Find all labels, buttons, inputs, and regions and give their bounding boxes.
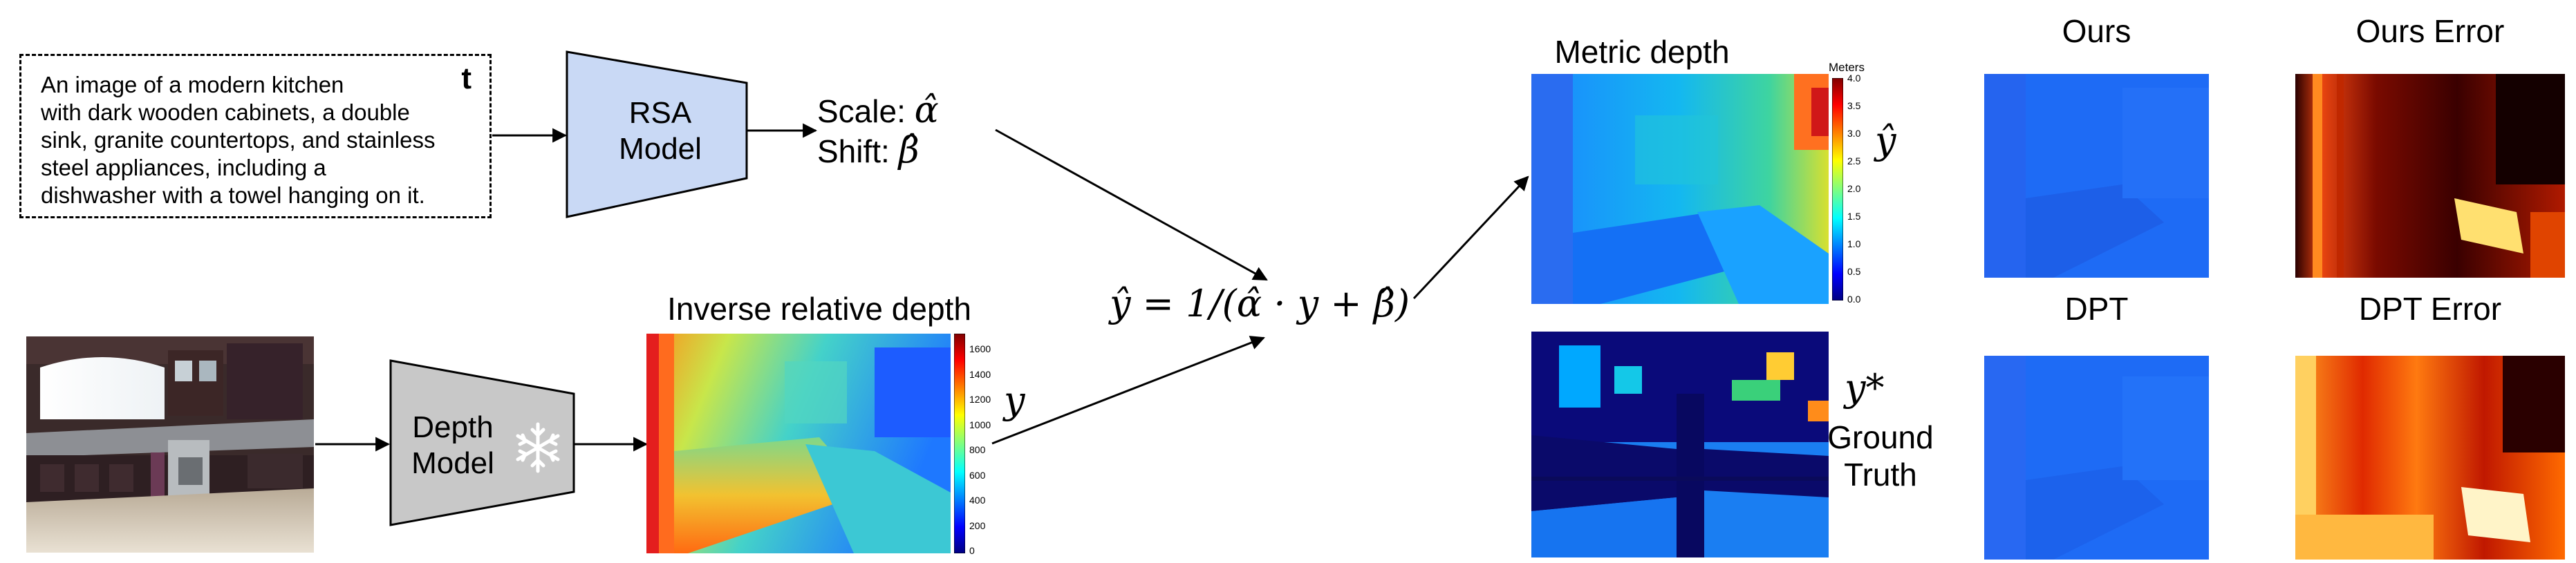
metric-colorbar-tick: 0.5 xyxy=(1847,266,1861,277)
shift-label: Shift: xyxy=(817,133,890,169)
rsa-model-shape xyxy=(566,50,748,218)
dpt-title: DPT xyxy=(2064,291,2129,327)
ours-error-title: Ours Error xyxy=(2355,13,2505,49)
metric-colorbar-unit: Meters xyxy=(1829,61,1865,74)
equation: ŷ = 1/(α̂ · y + β̂) xyxy=(1110,282,1410,325)
depth-model-shape xyxy=(389,359,575,526)
metric-colorbar-tick: 1.5 xyxy=(1847,211,1861,222)
ours-error-map xyxy=(2295,74,2565,278)
ours-title: Ours xyxy=(2062,13,2131,49)
inverse-depth-map xyxy=(646,334,951,553)
dpt-depth-map xyxy=(1984,356,2209,560)
beta-hat: β̂ xyxy=(898,130,920,171)
inverse-colorbar-tick: 0 xyxy=(969,545,975,556)
inverse-colorbar-tick: 1000 xyxy=(969,419,991,430)
snowflake-icon xyxy=(516,422,560,473)
dpt-error-map xyxy=(2295,356,2565,560)
ground-truth-label: Ground Truth xyxy=(1827,419,1934,493)
metric-colorbar-tick: 0.0 xyxy=(1847,294,1861,305)
metric-colorbar-tick: 3.0 xyxy=(1847,128,1861,139)
metric-depth-title: Metric depth xyxy=(1554,34,1730,70)
equation-lhs: ŷ = 1/( xyxy=(1110,282,1237,325)
equation-alpha: α̂ xyxy=(1236,282,1262,325)
metric-depth-symbol: ŷ xyxy=(1875,119,1896,162)
inverse-colorbar-tick: 600 xyxy=(969,469,986,481)
inverse-colorbar-tick: 1200 xyxy=(969,394,991,405)
alpha-hat: α̂ xyxy=(914,90,939,131)
equation-mid: · y + xyxy=(1262,282,1374,325)
inverse-colorbar-tick: 400 xyxy=(969,495,986,506)
inverse-colorbar-tick: 1600 xyxy=(969,343,991,354)
metric-colorbar-tick: 3.5 xyxy=(1847,100,1861,111)
metric-colorbar-tick: 1.0 xyxy=(1847,238,1861,249)
metric-colorbar-tick: 4.0 xyxy=(1847,73,1861,84)
equation-rhs: ) xyxy=(1394,282,1410,325)
ground-truth-symbol: y* xyxy=(1845,366,1885,410)
depth-model-label: Depth Model xyxy=(411,410,494,480)
text-symbol-t: t xyxy=(461,61,472,95)
metric-colorbar-tick: 2.5 xyxy=(1847,155,1861,166)
inverse-depth-colorbar xyxy=(954,334,965,553)
metric-depth-colorbar xyxy=(1832,78,1843,300)
text-prompt: An image of a modern kitchen with dark w… xyxy=(41,72,436,208)
inverse-colorbar-tick: 800 xyxy=(969,444,986,455)
dpt-error-title: DPT Error xyxy=(2358,291,2502,327)
scale-label: Scale: xyxy=(817,93,906,129)
inverse-depth-symbol: y xyxy=(1004,379,1025,422)
ours-depth-map xyxy=(1984,74,2209,278)
ground-truth-map xyxy=(1531,332,1829,557)
metric-colorbar-tick: 2.0 xyxy=(1847,183,1861,194)
kitchen-image xyxy=(26,336,314,553)
equation-beta: β̂ xyxy=(1373,282,1395,325)
inverse-depth-title: Inverse relative depth xyxy=(667,291,971,327)
inverse-colorbar-tick: 1400 xyxy=(969,368,991,380)
metric-depth-map xyxy=(1531,74,1829,304)
inverse-colorbar-tick: 200 xyxy=(969,519,986,531)
shift-row: Shift: β̂ xyxy=(817,130,920,171)
text-prompt-box: An image of a modern kitchen with dark w… xyxy=(19,54,492,218)
rsa-model-label: RSA Model xyxy=(619,96,702,166)
scale-row: Scale: α̂ xyxy=(817,90,939,131)
